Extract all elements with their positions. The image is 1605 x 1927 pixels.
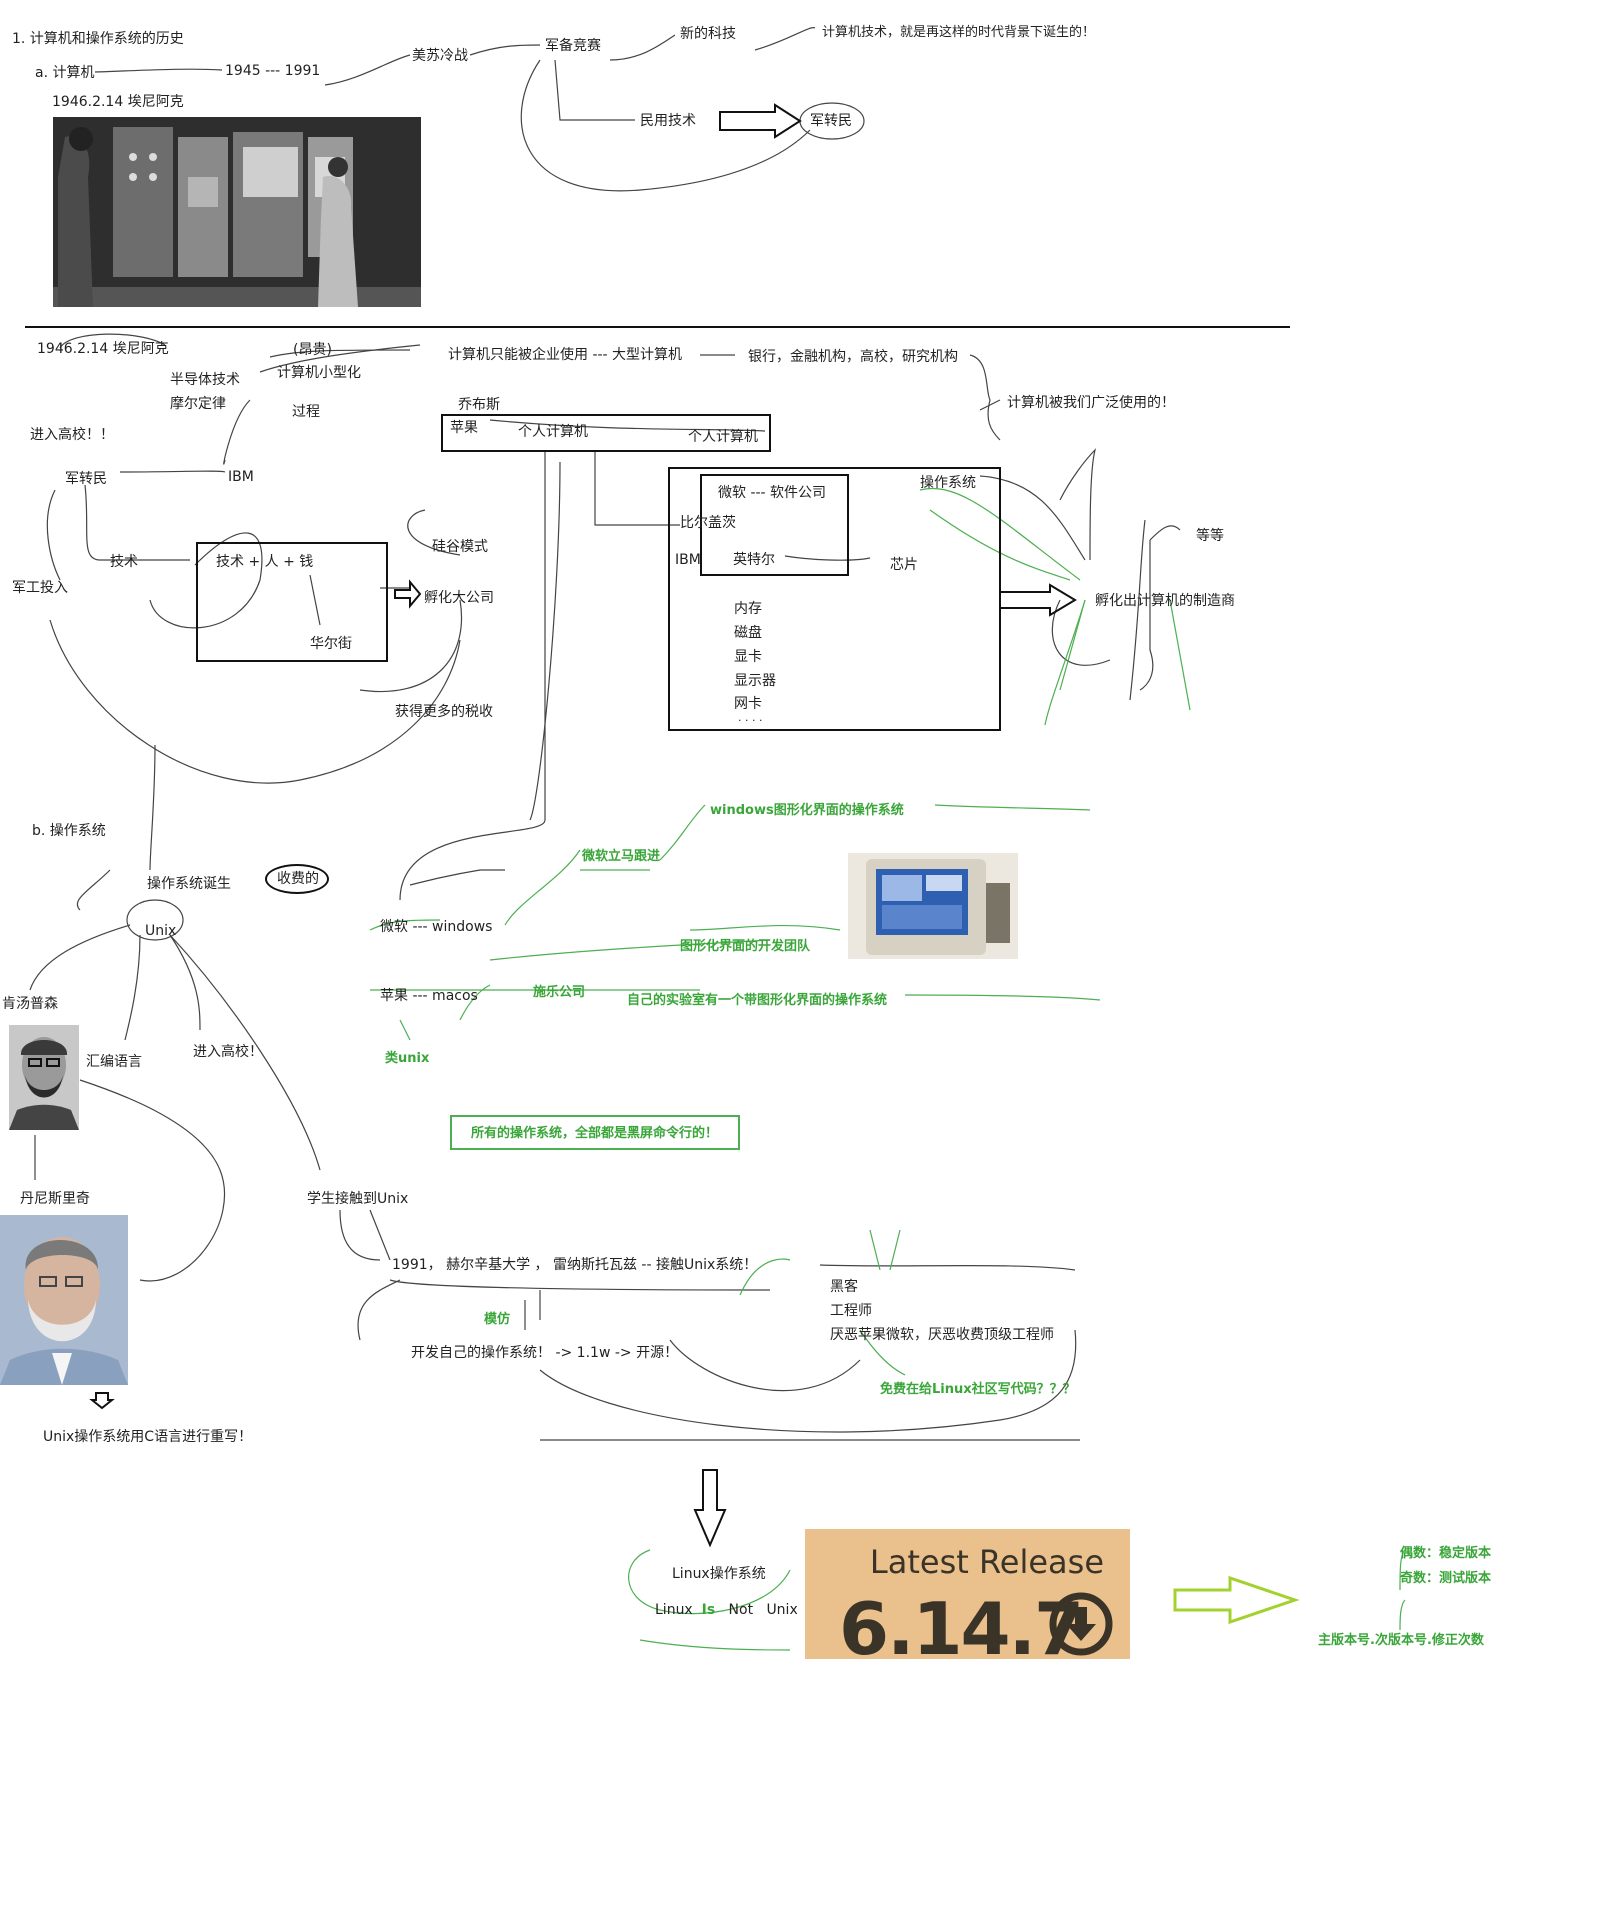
gui-team-label: 图形化界面的开发团队 <box>680 939 811 954</box>
students-label: 学生接触到Unix <box>307 1191 409 1207</box>
more-items-dots: · · · · <box>738 714 763 727</box>
version-format-label: 主版本号.次版本号.修正次数 <box>1318 1633 1484 1648</box>
enter-univ-node: 进入高校！！ <box>30 427 114 443</box>
paid-ellipse <box>265 864 329 894</box>
ms-windows-node: 微软 --- windows <box>380 919 493 935</box>
bill-gates-label: 比尔盖茨 <box>680 515 736 531</box>
nic-item: 网卡 <box>734 696 762 712</box>
jobs-label: 乔布斯 <box>458 397 500 413</box>
more-tax-label: 获得更多的税收 <box>395 704 493 720</box>
enter-univ-os: 进入高校！ <box>193 1044 263 1060</box>
ritchie-photo <box>0 1215 128 1385</box>
personal-computer-label: 个人计算机 <box>518 424 588 440</box>
even-version-label: 偶数：稳定版本 <box>1400 1546 1492 1561</box>
linux-os-label: Linux操作系统 <box>672 1566 766 1582</box>
odd-version-label: 奇数：测试版本 <box>1400 1571 1492 1586</box>
personal-computer-label-2: 个人计算机 <box>688 429 758 445</box>
memory-item: 内存 <box>734 601 762 617</box>
all-cmdline-box <box>450 1115 740 1150</box>
apple-macos-node: 苹果 --- macos <box>380 988 478 1004</box>
years-label: 1945 --- 1991 <box>225 63 321 79</box>
eniac-label: 1946.2.14 埃尼阿克 <box>52 94 184 110</box>
imitate-label: 模仿 <box>484 1312 511 1327</box>
lnu-not: Not <box>728 1602 754 1618</box>
lnu-linux: Linux <box>655 1602 693 1618</box>
incubate-makers-label: 孵化出计算机的制造商 <box>1095 593 1235 609</box>
personal-computer-box <box>441 414 771 452</box>
lnu-unix: Unix <box>766 1602 798 1618</box>
expensive-label: (昂贵) <box>293 342 332 358</box>
silicon-valley-box <box>196 542 388 662</box>
cold-war-label: 美苏冷战 <box>412 48 468 64</box>
etc-label: 等等 <box>1196 528 1224 544</box>
chip-node: 芯片 <box>890 557 918 573</box>
intel-node: 英特尔 <box>733 552 775 568</box>
wintel-box <box>700 474 849 576</box>
all-cmdline-label: 所有的操作系统，全部都是黑屏命令行的！ <box>471 1126 719 1141</box>
mil-to-civ-node: 军转民 <box>65 471 107 487</box>
monitor-item: 显示器 <box>734 673 776 689</box>
thompson-photo <box>9 1025 79 1130</box>
ibm-node-2: IBM <box>675 552 701 568</box>
banks-label: 银行，金融机构，高校，研究机构 <box>748 349 958 365</box>
microsoft-node: 微软 --- 软件公司 <box>718 485 827 501</box>
new-tech-label: 新的科技 <box>680 26 736 42</box>
hate-label: 厌恶苹果微软，厌恶收费顶级工程师 <box>830 1327 1054 1343</box>
process-label: 过程 <box>292 404 320 420</box>
assembly-label: 汇编语言 <box>86 1054 142 1070</box>
military-input-node: 军工投入 <box>12 580 68 596</box>
lnu-is: Is <box>701 1602 716 1618</box>
silicon-mode-label: 硅谷模式 <box>432 539 488 555</box>
moore-law-label: 摩尔定律 <box>170 396 226 412</box>
paid-label: 收费的 <box>277 871 319 887</box>
latest-release-label: Latest Release <box>869 1543 1104 1581</box>
arms-race-label: 军备竞赛 <box>545 38 601 54</box>
page-title: 1. 计算机和操作系统的历史 <box>12 31 184 47</box>
incubate-big-label: 孵化大公司 <box>424 590 494 606</box>
miniaturize-label: 计算机小型化 <box>277 365 361 381</box>
widely-used-label: 计算机被我们广泛使用的！ <box>1007 395 1175 411</box>
wall-street-label: 华尔街 <box>310 636 352 652</box>
semiconductor-label: 半导体技术 <box>170 372 240 388</box>
unix-like-label: 类unix <box>385 1051 430 1066</box>
apple-node: 苹果 <box>450 420 478 436</box>
enterprise-only-label: 计算机只能被企业使用 --- 大型计算机 <box>448 347 683 363</box>
release-version: 6.14.7 <box>839 1587 1084 1671</box>
own-os-label: 开发自己的操作系统！ -> 1.1w -> 开源！ <box>411 1345 679 1361</box>
tech-people-money-label: 技术 + 人 + 钱 <box>216 554 314 570</box>
linux-not-unix: Linux Is Not Unix <box>655 1603 798 1617</box>
windows-gui-label: windows图形化界面的操作系统 <box>710 803 904 818</box>
helsinki-label: 1991， 赫尔辛基大学 ， 雷纳斯托瓦兹 -- 接触Unix系统！ <box>392 1257 758 1273</box>
eniac-photo <box>53 117 421 307</box>
unix-node: Unix <box>145 923 177 939</box>
born-note: 计算机技术，就是再这样的时代背景下诞生的！ <box>822 25 1096 40</box>
os-heading: b. 操作系统 <box>32 823 106 839</box>
xerox-label: 施乐公司 <box>533 985 586 1000</box>
tech-node: 技术 <box>110 554 138 570</box>
download-icon[interactable] <box>1048 1591 1114 1657</box>
thompson-label: 肯汤普森 <box>2 996 58 1012</box>
ibm-node: IBM <box>228 469 254 485</box>
gpu-item: 显卡 <box>734 649 762 665</box>
disk-item: 磁盘 <box>734 625 762 641</box>
mil-to-civ-label: 军转民 <box>810 113 852 129</box>
computer-heading: a. 计算机 <box>35 65 95 81</box>
latest-release-banner[interactable]: Latest Release 6.14.7 <box>805 1529 1130 1671</box>
c-rewrite-label: Unix操作系统用C语言进行重写！ <box>43 1429 253 1445</box>
pc-industry-box <box>668 467 1001 731</box>
hacker-label: 黑客 <box>830 1279 858 1295</box>
engineer-label: 工程师 <box>830 1303 872 1319</box>
eniac-node: 1946.2.14 埃尼阿克 <box>37 341 169 357</box>
free-code-label: 免费在给Linux社区写代码？？？ <box>880 1382 1076 1397</box>
ms-follow-label: 微软立马跟进 <box>582 849 661 864</box>
xerox-lab-label: 自己的实验室有一个带图形化界面的操作系统 <box>627 993 888 1008</box>
os-born-label: 操作系统诞生 <box>147 876 231 892</box>
os-node: 操作系统 <box>920 475 976 491</box>
civil-tech-label: 民用技术 <box>640 113 696 129</box>
early-gui-photo <box>848 853 1018 959</box>
ritchie-label: 丹尼斯里奇 <box>20 1191 90 1207</box>
